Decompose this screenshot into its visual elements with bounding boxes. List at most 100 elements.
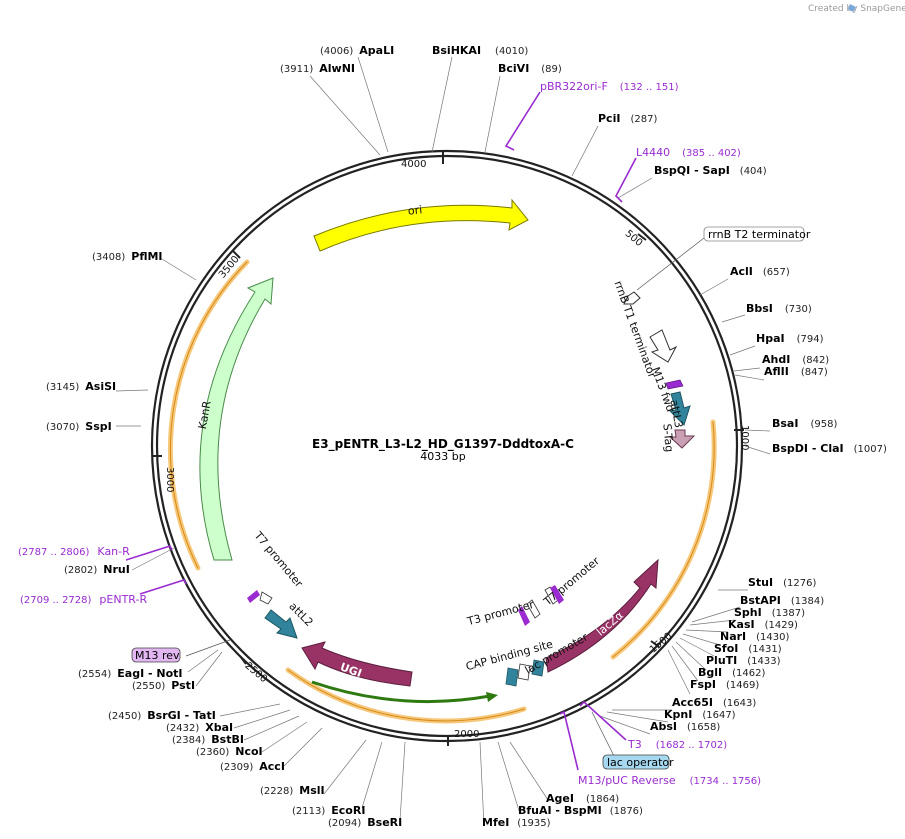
rrnb-t2-feature[interactable] (623, 291, 641, 305)
ugi-feature[interactable] (301, 641, 413, 687)
plasmid-name: E3_pENTR_L3-L2_HD_G1397-DddtoxA-C (312, 437, 574, 452)
primer-marks (125, 91, 637, 771)
enzyme-site: BsaI(958) (772, 417, 837, 430)
lacz-label: lacZα (594, 609, 626, 639)
enzyme-site: (4006)ApaLI (320, 44, 394, 57)
primer-site: (2787 .. 2806)Kan-R (18, 545, 130, 558)
enzyme-site: (2802)NruI (64, 563, 130, 576)
primer-labels: pBR322ori-F(132 .. 151) L4440(385 .. 402… (18, 80, 761, 787)
attl3-label: attL3 (668, 399, 686, 429)
enzyme-site: AflII(847) (764, 365, 828, 378)
green-arc (311, 680, 491, 704)
enzyme-site: FspI(1469) (690, 678, 759, 691)
enzyme-site: (2228)MslI (260, 784, 325, 797)
enzyme-site: (3070)SspI (46, 420, 112, 433)
stag-label: S-Tag (660, 423, 675, 453)
lac-operator-box: lac operator (602, 754, 674, 770)
enzyme-site: (2550)PstI (132, 679, 195, 692)
snapgene-logo-icon (848, 4, 856, 12)
plasmid-length: 4033 bp (420, 450, 465, 463)
highlight-arcs (167, 259, 717, 724)
lac-operator-site[interactable] (531, 659, 545, 677)
tick-label: 1500 (648, 631, 675, 656)
svg-text:lac operator: lac operator (607, 756, 674, 769)
t7-primer-glyph[interactable] (550, 585, 564, 604)
enzyme-site: AclI(657) (730, 265, 790, 278)
enzyme-site: BstAPI(1384) (740, 594, 824, 607)
lac-promoter[interactable] (517, 663, 531, 681)
enzyme-site: BglI(1462) (698, 666, 765, 679)
attl2-feature[interactable] (264, 609, 298, 639)
svg-text:M13 rev: M13 rev (135, 649, 180, 662)
enzyme-site: (3408)PflMI (92, 250, 163, 263)
lacz-feature[interactable] (545, 558, 659, 673)
enzyme-site: PluTI(1433) (706, 654, 781, 667)
t3-primer-glyph[interactable] (518, 606, 530, 626)
enzyme-site: (3145)AsiSI (46, 380, 116, 393)
enzyme-site: Acc65I(1643) (672, 696, 756, 709)
m13-rev-box: M13 rev (131, 647, 181, 663)
enzyme-site: PciI(287) (598, 112, 657, 125)
enzyme-site: KasI(1429) (728, 618, 798, 631)
enzyme-site: (2554)EagI - NotI (78, 667, 183, 680)
enzyme-site: (2432)XbaI (166, 721, 233, 734)
enzyme-site: (2360)NcoI (196, 745, 263, 758)
primer-site: L4440(385 .. 402) (636, 146, 741, 159)
enzyme-site: AgeI(1864) (546, 792, 619, 805)
enzyme-site: (2094)BseRI (328, 816, 402, 829)
cap-site[interactable] (505, 667, 519, 687)
t7-promoter-left-label: T7 promoter (251, 528, 306, 590)
pentr-r-primer-glyph[interactable] (247, 590, 260, 603)
snapgene-credit: Created by SnapGene (808, 4, 905, 14)
enzyme-site: StuI(1276) (748, 576, 816, 589)
svg-text:rrnB T2 terminator: rrnB T2 terminator (708, 228, 811, 241)
tick-label: 2000 (454, 729, 479, 740)
primer-site: M13/pUC Reverse(1734 .. 1756) (578, 774, 761, 787)
enzyme-site: BciVI(89) (498, 62, 562, 75)
m13fwd-primer[interactable] (665, 379, 684, 390)
enzyme-leader-lines (115, 56, 771, 827)
enzyme-site: (3911)AlwNI (280, 62, 355, 75)
t3-promoter[interactable] (526, 599, 541, 619)
enzyme-site: SphI(1387) (734, 606, 805, 619)
primer-site: pBR322ori-F(132 .. 151) (540, 80, 679, 93)
leader-line (636, 237, 705, 291)
attl3-feature[interactable] (668, 391, 691, 426)
rrnb-t2-box: rrnB T2 terminator (703, 226, 811, 242)
ori-feature[interactable] (313, 198, 529, 252)
enzyme-site: KpnI(1647) (664, 708, 736, 721)
rrnb-t1-feature[interactable] (649, 329, 678, 363)
enzyme-site: (2450)BsrGI - TatI (108, 709, 216, 722)
primer-site: T3(1682 .. 1702) (627, 738, 727, 751)
leader-line (591, 711, 616, 759)
enzyme-site: HpaI(794) (756, 332, 824, 345)
enzyme-site: (2309)AccI (220, 760, 285, 773)
tick-label: 1000 (739, 425, 750, 450)
green-arc-head (486, 692, 498, 702)
enzyme-labels: (4006)ApaLI BsiHKAI(4010) (3911)AlwNI Bc… (46, 44, 887, 829)
enzyme-site: NarI(1430) (720, 630, 790, 643)
ori-label: ori (407, 203, 423, 217)
enzyme-site: BbsI(730) (746, 302, 812, 315)
leader-line (185, 639, 231, 657)
enzyme-site: MfeI(1935) (482, 816, 551, 829)
tick-label: 4000 (401, 159, 426, 170)
enzyme-site: AbsI(1658) (650, 720, 720, 733)
tick-label: 3000 (164, 467, 175, 492)
enzyme-site: BspDI - ClaI(1007) (772, 442, 887, 455)
t7-promoter-left[interactable] (259, 591, 273, 605)
enzyme-site: BfuAI - BspMI(1876) (518, 804, 643, 817)
enzyme-site: (2384)BstBI (172, 733, 244, 746)
enzyme-site: AhdI(842) (762, 353, 829, 366)
enzyme-site: SfoI(1431) (714, 642, 782, 655)
kanr-label: KanR (196, 400, 214, 431)
enzyme-site: BsiHKAI(4010) (432, 44, 528, 57)
enzyme-site: BspQI - SapI(404) (654, 164, 767, 177)
t7-promoter-right-label: T7 promoter (541, 554, 603, 609)
enzyme-site: (2113)EcoRI (292, 804, 365, 817)
stag-feature[interactable] (668, 429, 696, 449)
primer-site: (2709 .. 2728)pENTR-R (20, 593, 147, 606)
tick-marks (152, 152, 744, 746)
kanr-feature[interactable] (199, 277, 274, 561)
